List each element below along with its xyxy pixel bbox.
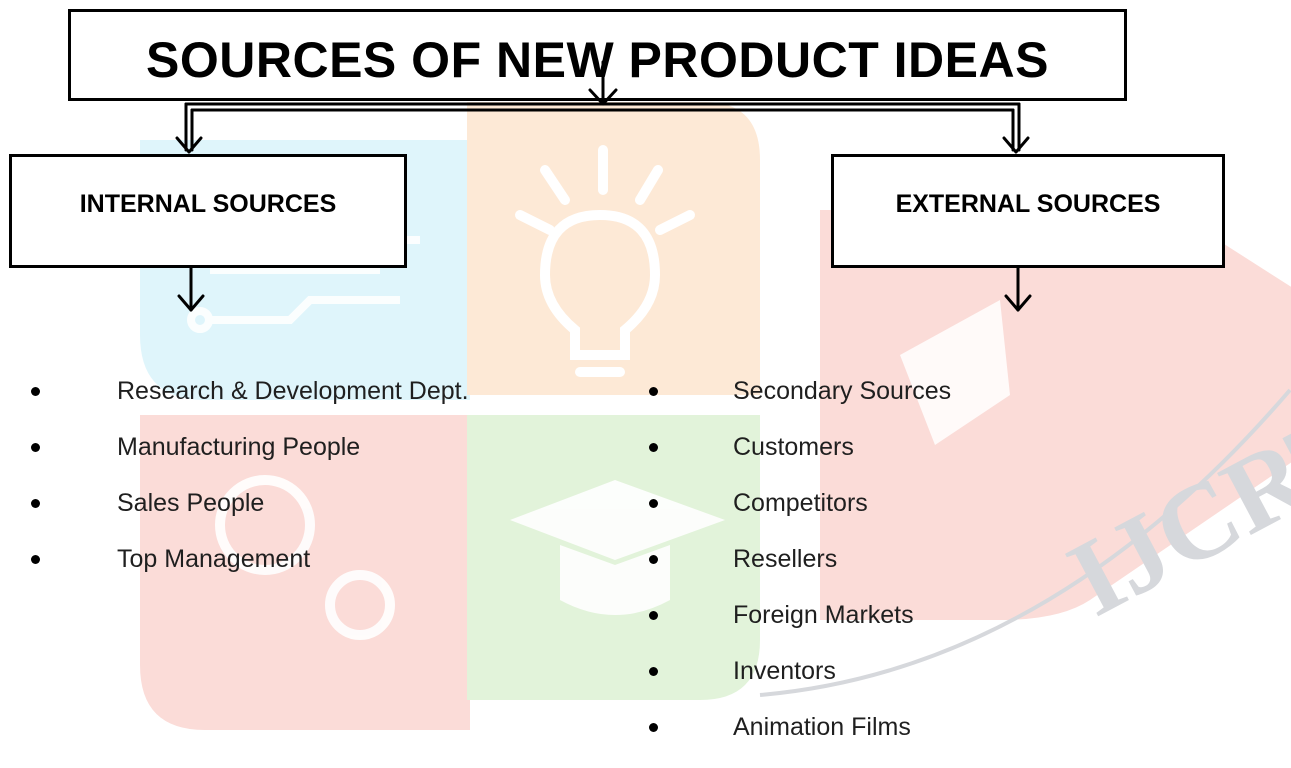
- watermark-pink-panel: [140, 415, 470, 730]
- bullet-icon: [649, 499, 658, 508]
- bullet-icon: [649, 723, 658, 732]
- bullet-icon: [649, 555, 658, 564]
- bullet-icon: [31, 443, 40, 452]
- list-item-label: Secondary Sources: [733, 377, 952, 405]
- list-item: Resellers: [620, 544, 1120, 600]
- external-sources-box: EXTERNAL SOURCES: [831, 154, 1225, 268]
- title-box: SOURCES OF NEW PRODUCT IDEAS: [68, 9, 1127, 101]
- list-item: Secondary Sources: [620, 376, 1120, 432]
- list-item: Inventors: [620, 656, 1120, 712]
- bullet-icon: [31, 499, 40, 508]
- list-item-label: Manufacturing People: [117, 433, 361, 461]
- internal-sources-box: INTERNAL SOURCES: [9, 154, 407, 268]
- external-sources-list: Secondary Sources Customers Competitors …: [620, 376, 1120, 768]
- bullet-icon: [31, 555, 40, 564]
- list-item: Top Management: [0, 544, 620, 600]
- list-item: Research & Development Dept.: [0, 376, 620, 432]
- list-item-label: Inventors: [733, 657, 836, 685]
- list-item: Competitors: [620, 488, 1120, 544]
- list-item-label: Resellers: [733, 545, 838, 573]
- book-icon: [900, 300, 1010, 445]
- list-item-label: Research & Development Dept.: [117, 377, 469, 405]
- list-item-label: Foreign Markets: [733, 601, 914, 629]
- list-item: Foreign Markets: [620, 600, 1120, 656]
- watermark-red-panel: [820, 210, 1291, 620]
- page-title: SOURCES OF NEW PRODUCT IDEAS: [146, 32, 1049, 88]
- watermark-arc: [759, 388, 1291, 697]
- external-sources-heading: EXTERNAL SOURCES: [895, 190, 1161, 218]
- list-item-label: Customers: [733, 433, 854, 461]
- list-item: Customers: [620, 432, 1120, 488]
- watermark-graphic: IJCRT: [140, 102, 1291, 730]
- graduation-cap-icon: [510, 480, 725, 615]
- list-item-label: Top Management: [117, 545, 311, 573]
- gears-icon: [215, 475, 395, 640]
- bullet-icon: [649, 387, 658, 396]
- list-item: Animation Films: [620, 712, 1120, 768]
- bullet-icon: [649, 667, 658, 676]
- list-item: Sales People: [0, 488, 620, 544]
- watermark-orange-panel: [467, 102, 760, 395]
- internal-sources-heading: INTERNAL SOURCES: [79, 190, 337, 218]
- bullet-icon: [649, 611, 658, 620]
- list-item: Manufacturing People: [0, 432, 620, 488]
- lightbulb-icon: [515, 145, 695, 377]
- list-item-label: Competitors: [733, 489, 868, 517]
- internal-sources-list: Research & Development Dept. Manufacturi…: [0, 376, 620, 600]
- list-item-label: Animation Films: [733, 713, 911, 741]
- bullet-icon: [31, 387, 40, 396]
- bullet-icon: [649, 443, 658, 452]
- list-item-label: Sales People: [117, 489, 265, 517]
